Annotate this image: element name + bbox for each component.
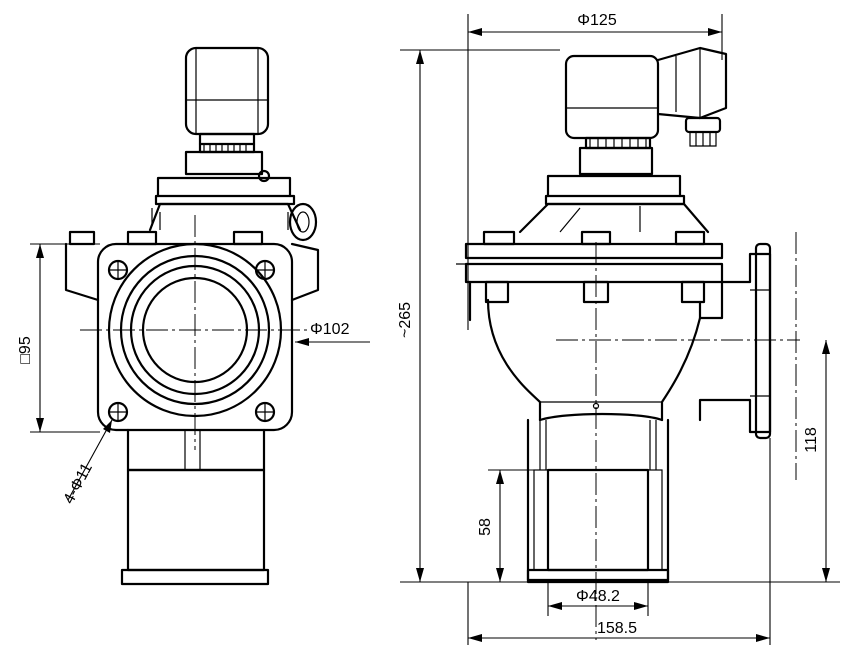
side-valve-body: [468, 242, 772, 440]
pipe-diameter-label: Φ48.2: [576, 588, 620, 605]
front-square-flange: [96, 242, 294, 432]
side-dimensions: Φ125 ~265 118 58 Φ48.2 158.5: [397, 12, 840, 645]
side-bolt-head: [482, 230, 516, 246]
overall-height-label: ~265: [397, 302, 414, 338]
side-view: [456, 46, 800, 640]
outlet-offset-label: 118: [803, 427, 820, 453]
pipe-length-label: 58: [477, 518, 494, 536]
side-bonnet: [518, 174, 710, 234]
side-flange-plate: [456, 242, 724, 304]
front-bolt-heads: [68, 230, 264, 246]
front-solenoid-coil: [184, 46, 271, 183]
top-diameter-label: Φ125: [577, 12, 617, 29]
overall-width-label: 158.5: [597, 620, 637, 637]
front-view: [64, 46, 320, 586]
side-outlet-pipe: [526, 418, 670, 584]
side-solenoid-coil: [564, 46, 728, 176]
front-body-sides: [64, 242, 320, 302]
side-bolt-head: [674, 230, 706, 246]
bolt-holes-label: 4-Φ11: [61, 460, 97, 507]
inlet-diameter-label: Φ102: [310, 321, 350, 338]
front-outlet-pipe: [120, 428, 270, 586]
front-bonnet: [148, 176, 318, 242]
flange-square-label: □95: [17, 336, 34, 364]
